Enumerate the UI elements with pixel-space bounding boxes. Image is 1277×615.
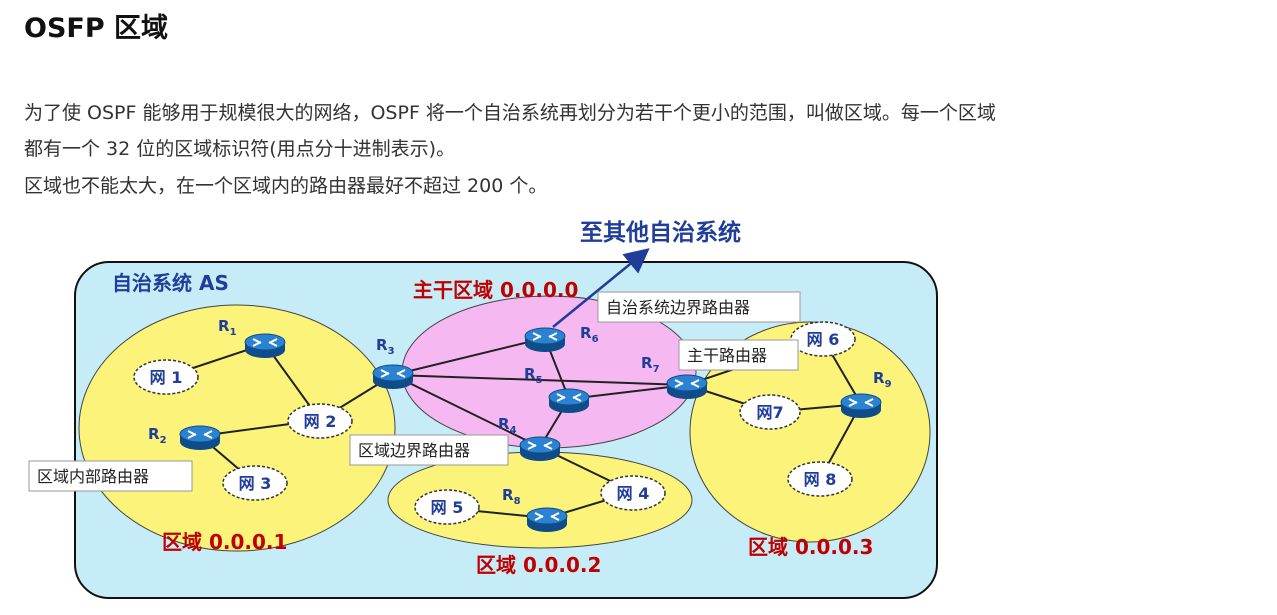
router-icon xyxy=(840,393,882,419)
network-label: 网 4 xyxy=(617,484,650,503)
router-label: R7 xyxy=(641,354,660,375)
router-label: R8 xyxy=(502,486,521,507)
network-label: 网7 xyxy=(756,403,783,422)
svg-text:自治系统边界路由器: 自治系统边界路由器 xyxy=(606,298,750,317)
area-0001-label: 区域 0.0.0.1 xyxy=(162,530,287,554)
internal-router-callout: 区域内部路由器 xyxy=(28,460,193,492)
area-0003-label: 区域 0.0.0.3 xyxy=(748,535,873,559)
router-label: R4 xyxy=(498,415,517,436)
to-other-as-label: 至其他自治系统 xyxy=(580,219,741,246)
to-other-as-arrow xyxy=(552,248,650,328)
router-label: R5 xyxy=(524,365,543,386)
svg-text:主干路由器: 主干路由器 xyxy=(687,346,767,365)
network-cloud: 网 2 xyxy=(287,403,353,439)
router-icon xyxy=(179,425,221,451)
area-border-router-callout: 区域边界路由器 xyxy=(349,434,509,466)
network-cloud: 网 8 xyxy=(787,461,853,497)
paragraph-line-2: 都有一个 32 位的区域标识符(用点分十进制表示)。 xyxy=(24,138,456,160)
router-icon xyxy=(526,507,568,533)
router-icon xyxy=(548,388,590,414)
backbone-area-label: 主干区域 0.0.0.0 xyxy=(413,278,578,302)
network-cloud: 网 4 xyxy=(600,475,666,511)
svg-text:区域内部路由器: 区域内部路由器 xyxy=(37,467,149,486)
as-label: 自治系统 AS xyxy=(112,271,229,295)
svg-text:区域边界路由器: 区域边界路由器 xyxy=(358,441,470,460)
router-label: R3 xyxy=(376,336,395,357)
area-0003-region xyxy=(689,321,931,543)
router-label: R6 xyxy=(580,324,599,345)
page-title: OSFP 区域 xyxy=(24,13,169,44)
paragraph-line-1: 为了使 OSPF 能够用于规模很大的网络，OSPF 将一个自治系统再划分为若干个… xyxy=(24,102,996,124)
router-label: R2 xyxy=(148,425,167,446)
router-icon xyxy=(244,333,286,359)
network-cloud: 网 1 xyxy=(133,359,199,395)
network-cloud: 网7 xyxy=(739,394,801,430)
as-border-router-callout: 自治系统边界路由器 xyxy=(597,291,801,323)
paragraph-line-3: 区域也不能太大，在一个区域内的路由器最好不超过 200 个。 xyxy=(24,175,548,197)
router-icon xyxy=(519,436,561,462)
router-icon xyxy=(372,364,414,390)
network-label: 网 3 xyxy=(239,474,272,493)
network-cloud: 网 6 xyxy=(790,321,856,357)
network-label: 网 2 xyxy=(304,412,337,431)
network-label: 网 6 xyxy=(807,330,840,349)
network-label: 网 5 xyxy=(431,498,464,517)
network-label: 网 1 xyxy=(150,368,183,387)
router-label: R9 xyxy=(873,369,892,390)
router-icon xyxy=(666,374,708,400)
router-label: R1 xyxy=(218,317,237,338)
network-label: 网 8 xyxy=(804,470,837,489)
area-0002-label: 区域 0.0.0.2 xyxy=(476,553,601,577)
network-cloud: 网 5 xyxy=(414,489,480,525)
network-cloud: 网 3 xyxy=(222,465,288,501)
router-icon xyxy=(524,327,566,353)
backbone-router-callout: 主干路由器 xyxy=(678,339,799,371)
